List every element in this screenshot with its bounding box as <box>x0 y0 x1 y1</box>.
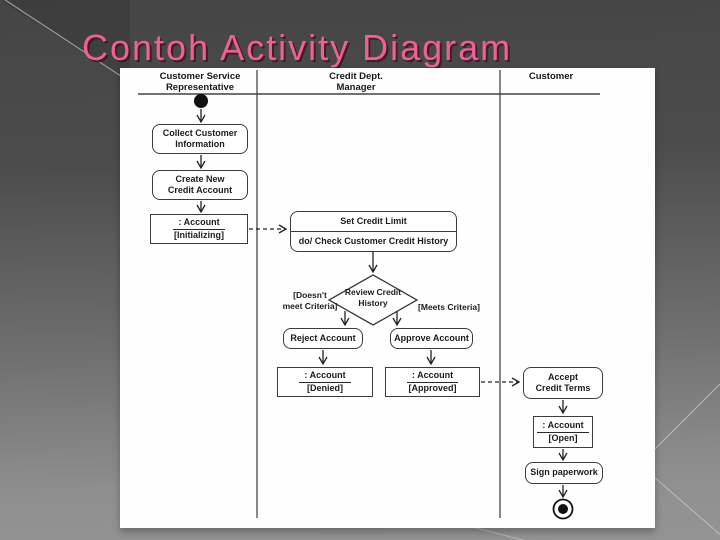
activity-label: Sign paperwork <box>530 467 598 478</box>
decision-diamond <box>327 274 419 326</box>
activity-set-credit-limit: Set Credit Limit do/ Check Customer Cred… <box>290 211 457 252</box>
guard-line2: meet Criteria] <box>282 300 338 311</box>
lane-header-customer-service-rep: Customer Service Representative <box>140 71 260 94</box>
object-state: [Denied] <box>307 382 343 393</box>
diagonal-line-bottom-right-lower <box>645 469 720 536</box>
activity-diagram-wires <box>138 70 600 520</box>
activity-label: Reject Account <box>290 332 356 343</box>
lane-header-customer: Customer <box>491 71 611 82</box>
activity-label-line2: Information <box>175 139 225 149</box>
activity-sign-paperwork: Sign paperwork <box>525 462 603 484</box>
lane-header-line1: Customer Service <box>159 71 241 82</box>
activity-label-line2: Credit Terms <box>535 383 591 393</box>
activity-accept-credit-terms: Accept Credit Terms <box>523 367 603 399</box>
activity-diagram-panel: Customer Service Representative Credit D… <box>120 68 655 528</box>
activity-collect-customer-information: Collect Customer Information <box>152 124 248 154</box>
guard-meets-criteria: [Meets Criteria] <box>406 302 492 313</box>
lane-header-line2: Representative <box>165 82 235 94</box>
object-state: [Initializing] <box>174 229 224 240</box>
control-flows <box>196 109 568 499</box>
object-name: : Account <box>537 420 589 433</box>
activity-label-line1: Accept <box>547 371 578 382</box>
guard-line1: [Meets Criteria] <box>418 302 480 312</box>
decision-label-review-credit-history: Review Credit History <box>329 287 417 308</box>
object-name: : Account <box>173 217 225 230</box>
guard-doesnt-meet-criteria: [Doesn't meet Criteria] <box>268 290 352 311</box>
end-node-core <box>558 504 568 514</box>
activity-label-line2: Credit Account <box>167 185 233 195</box>
activity-title: Set Credit Limit <box>291 212 456 232</box>
corner-shade-triangle <box>0 0 130 82</box>
activity-approve-account: Approve Account <box>390 328 473 349</box>
object-state: [Approved] <box>408 382 457 393</box>
lane-header-line1: Credit Dept. <box>329 71 383 82</box>
object-state: [Open] <box>548 432 578 443</box>
start-node <box>194 94 208 108</box>
object-account-initializing: : Account [Initializing] <box>150 214 248 244</box>
diagonal-line-top-left <box>4 0 131 83</box>
lane-header-credit-dept-manager: Credit Dept. Manager <box>296 71 416 94</box>
activity-label-line1: Create New <box>175 173 225 184</box>
object-account-open: : Account [Open] <box>533 416 593 448</box>
decision-label-line2: History <box>358 297 388 308</box>
object-name: : Account <box>406 370 459 383</box>
decision-label-line1: Review Credit <box>344 287 402 297</box>
guard-line1: [Doesn't <box>293 290 327 300</box>
activity-reject-account: Reject Account <box>283 328 363 349</box>
lane-header-line2: Customer <box>528 71 574 82</box>
activity-do-line: do/ Check Customer Credit History <box>298 235 449 246</box>
diagonal-line-bottom-right-upper <box>643 383 720 461</box>
object-name: : Account <box>299 370 351 383</box>
activity-create-new-credit-account: Create New Credit Account <box>152 170 248 200</box>
slide-title: Contoh Activity Diagram <box>82 27 513 68</box>
object-account-denied: : Account [Denied] <box>277 367 373 397</box>
object-account-approved: : Account [Approved] <box>385 367 480 397</box>
activity-label-line1: Collect Customer <box>162 127 238 138</box>
activity-label: Approve Account <box>394 332 469 343</box>
lane-header-line2: Manager <box>336 82 376 94</box>
object-flows <box>249 224 521 387</box>
